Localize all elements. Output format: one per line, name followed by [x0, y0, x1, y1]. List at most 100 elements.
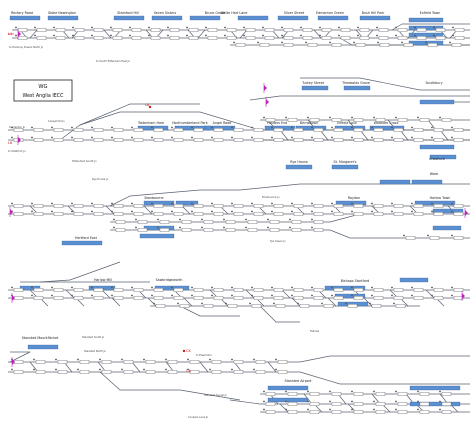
signal-head [353, 41, 355, 44]
signal-head [338, 34, 340, 37]
signal-head [110, 34, 112, 37]
signal-head [291, 210, 293, 213]
signal-head [319, 34, 321, 37]
berth-box [353, 392, 364, 396]
junction-note: to Elsenham [196, 353, 212, 357]
signal-head [253, 358, 255, 361]
signal-head [267, 226, 269, 229]
berth-box [433, 128, 444, 132]
platform [47, 15, 79, 21]
signal-head [186, 34, 188, 37]
berth-box [93, 28, 104, 32]
berth-box [313, 128, 324, 132]
track-segment [65, 289, 75, 299]
signal-head [31, 294, 33, 297]
platform [143, 225, 175, 231]
signal-head [417, 390, 419, 393]
berth-box [293, 138, 304, 142]
berth-box [53, 128, 64, 132]
berth-box [393, 138, 404, 142]
berth-box [416, 36, 427, 40]
signal-head [110, 26, 112, 29]
berth-box [115, 228, 126, 232]
berth-box [153, 288, 164, 292]
signal-head [439, 400, 441, 403]
berth-box [309, 118, 320, 122]
signal-head [77, 358, 79, 361]
signal-head [331, 294, 333, 297]
platform [267, 385, 309, 391]
berth-box [375, 118, 386, 122]
berth-box [269, 220, 280, 224]
berth-box [413, 212, 424, 216]
track-segment [103, 29, 112, 39]
signal-head [451, 210, 453, 213]
signal-head [31, 202, 33, 205]
signal-head [311, 126, 313, 129]
berth-box [321, 36, 332, 40]
signal-head [251, 286, 253, 289]
berth-box [333, 212, 344, 216]
signal-head [249, 302, 251, 305]
berth-box [287, 410, 298, 414]
signal-head [231, 202, 233, 205]
berth-box [73, 138, 84, 142]
signal-head [369, 302, 371, 305]
berth-box [150, 36, 161, 40]
berth-box [233, 296, 244, 300]
berth-box [189, 360, 200, 364]
berth-box [211, 370, 222, 374]
signal-head [131, 210, 133, 213]
signal-head [371, 126, 373, 129]
berth-box [302, 28, 313, 32]
signal-head [231, 368, 233, 371]
signal-head [289, 226, 291, 229]
platform [137, 125, 169, 131]
signal-head [151, 136, 153, 139]
berth-box [353, 204, 364, 208]
berth-box [378, 36, 389, 40]
berth-box [453, 288, 464, 292]
berth-box [313, 204, 324, 208]
track-segment [229, 399, 261, 405]
signal-head [271, 202, 273, 205]
platform [335, 200, 367, 206]
berth-box [193, 296, 204, 300]
track-segment [179, 305, 240, 317]
berth-box [153, 128, 164, 132]
station-name: Sawbridgeworth [156, 278, 183, 282]
berth-box [35, 370, 46, 374]
berth-box [93, 212, 104, 216]
berth-box [333, 204, 344, 208]
berth-box [13, 288, 24, 292]
berth-box [313, 228, 324, 232]
berth-box [293, 128, 304, 132]
signal-head [224, 26, 226, 29]
track-layer [8, 23, 470, 413]
junction-note: Tye Green Jn [270, 239, 286, 243]
signal-head [251, 294, 253, 297]
signal-head [395, 408, 397, 411]
signal-head [187, 358, 189, 361]
station-name: Southbury [425, 81, 442, 85]
signal-head [417, 408, 419, 411]
junction-note: Coppermill Jn [48, 119, 65, 123]
signal-head [91, 26, 93, 29]
track-segment [131, 361, 141, 373]
berth-box [188, 28, 199, 32]
berth-box [433, 204, 444, 208]
signal-head [131, 126, 133, 129]
berth-box [233, 204, 244, 208]
signal-head [151, 202, 153, 205]
berth-box [233, 360, 244, 364]
platform [331, 164, 359, 170]
signal-head [151, 286, 153, 289]
berth-box [453, 236, 464, 240]
signal-head [31, 210, 33, 213]
platform [61, 240, 103, 246]
signal-head [391, 136, 393, 139]
signal-head [329, 116, 331, 119]
berth-box [333, 288, 344, 292]
signal-head [135, 218, 137, 221]
signal-head [111, 210, 113, 213]
